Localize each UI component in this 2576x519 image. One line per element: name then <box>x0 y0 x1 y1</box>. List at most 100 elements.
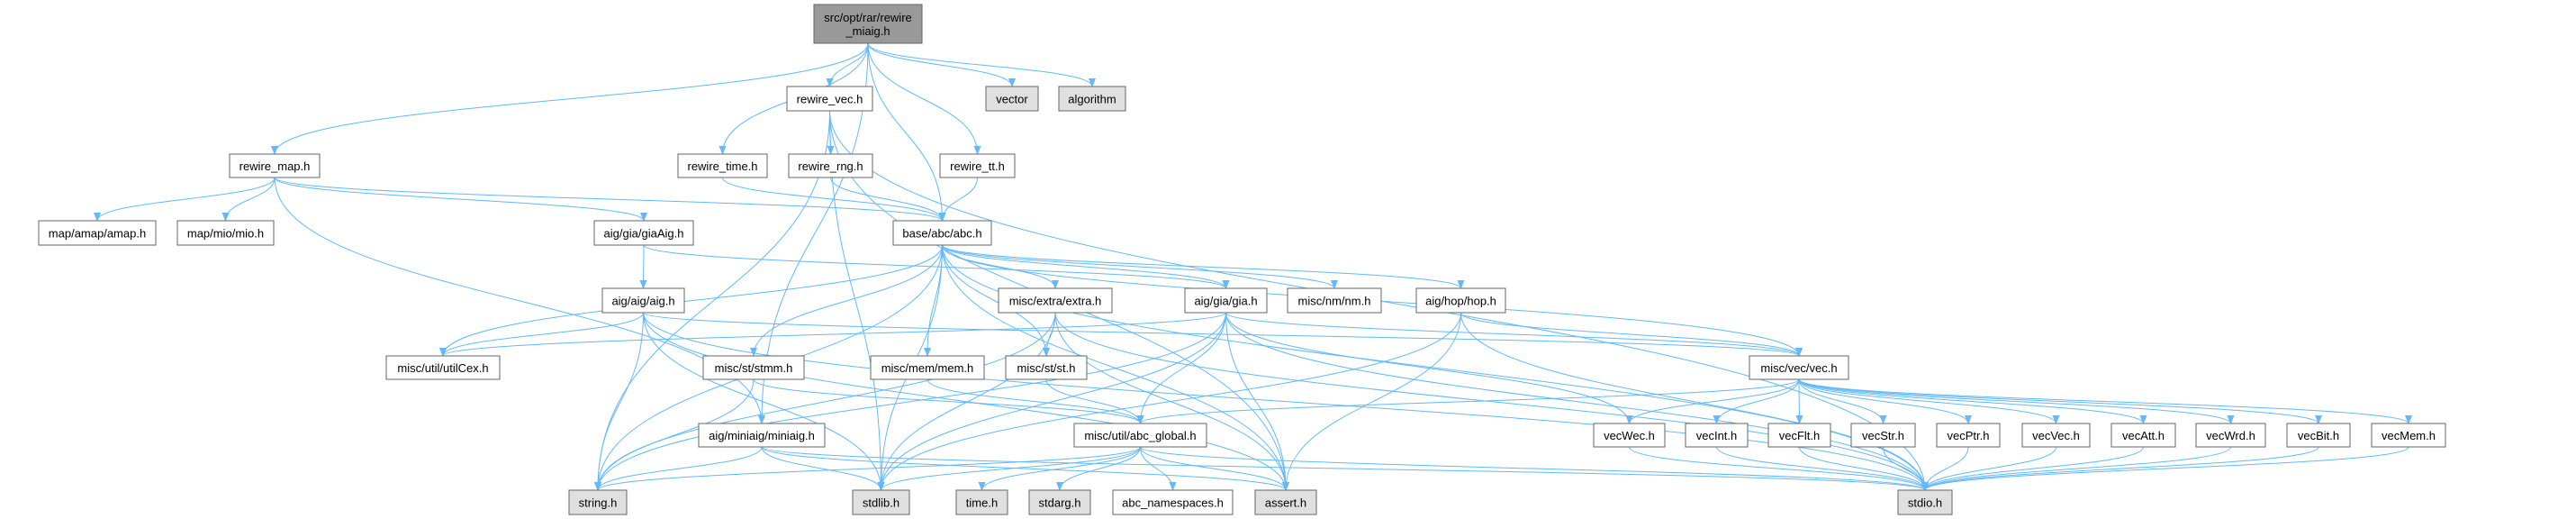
node-box <box>939 153 1016 178</box>
node-box <box>38 220 157 246</box>
edge-vecBit-to-stdio <box>1921 446 2319 491</box>
node-hop[interactable]: aig/hop/hop.h <box>1415 287 1506 314</box>
node-label: stdarg.h <box>1039 496 1081 510</box>
edge-gia-to-assert <box>1225 312 1289 491</box>
node-label: map/amap/amap.h <box>49 227 146 241</box>
node-vecWec[interactable]: vecWec.h <box>1593 423 1666 448</box>
edge-extra-to-stdlib <box>877 312 1056 491</box>
node-vec[interactable]: misc/vec/vec.h <box>1749 355 1849 380</box>
node-rewire_rng[interactable]: rewire_rng.h <box>788 153 873 178</box>
node-rewire_tt[interactable]: rewire_tt.h <box>939 153 1016 178</box>
edge-aig-to-assert <box>643 312 1289 491</box>
node-box <box>568 489 628 515</box>
node-label: aig/miniaig/miniaig.h <box>709 429 815 442</box>
node-vecPtr[interactable]: vecPtr.h <box>1936 423 2001 448</box>
node-stdlib: stdlib.h <box>852 489 910 515</box>
node-box <box>601 287 685 314</box>
node-box <box>955 489 1008 515</box>
edge-aig-to-stdlib <box>643 312 885 491</box>
node-aig[interactable]: aig/aig/aig.h <box>601 287 685 314</box>
node-vecMem[interactable]: vecMem.h <box>2371 423 2446 448</box>
node-vector: vector <box>985 86 1039 112</box>
edge-rewire_time-to-abc <box>722 177 946 222</box>
node-box <box>1184 287 1268 314</box>
node-label: aig/gia/giaAig.h <box>604 227 684 241</box>
edge-vec-to-abc_global <box>1136 378 1800 424</box>
node-algorithm: algorithm <box>1058 86 1126 112</box>
node-abc[interactable]: base/abc/abc.h <box>892 220 992 246</box>
node-box <box>1287 287 1382 314</box>
node-box <box>998 287 1113 314</box>
edge-gia-to-vecWec <box>1225 312 1633 424</box>
node-miniaig[interactable]: aig/miniaig/miniaig.h <box>698 423 826 448</box>
node-box <box>985 86 1039 112</box>
node-root: src/opt/rar/rewire_miaig.h <box>813 4 923 44</box>
node-vecInt[interactable]: vecInt.h <box>1685 423 1749 448</box>
node-utilCex[interactable]: misc/util/utilCex.h <box>385 355 501 380</box>
node-vecBit[interactable]: vecBit.h <box>2286 423 2351 448</box>
edge-root-to-rewire_tt <box>867 42 981 155</box>
edge-gia-to-stdlib <box>877 312 1226 491</box>
edge-vecInt-to-stdio <box>1716 446 1929 491</box>
edge-vecWec-to-stdio <box>1629 446 1929 491</box>
node-mem[interactable]: misc/mem/mem.h <box>870 355 985 380</box>
node-rewire_map[interactable]: rewire_map.h <box>229 153 321 178</box>
node-label: vecBit.h <box>2298 429 2339 442</box>
node-vecFlt[interactable]: vecFlt.h <box>1767 423 1831 448</box>
node-label: misc/util/abc_global.h <box>1084 429 1196 442</box>
node-label: misc/util/utilCex.h <box>397 361 488 375</box>
node-label: string.h <box>579 496 618 510</box>
node-rewire_time[interactable]: rewire_time.h <box>677 153 768 178</box>
node-box <box>1005 355 1088 380</box>
edge-gia-to-stdio <box>1225 312 1929 491</box>
node-label: vecVec.h <box>2032 429 2080 442</box>
node-label: vecInt.h <box>1696 429 1738 442</box>
node-giaAig[interactable]: aig/gia/giaAig.h <box>593 220 694 246</box>
node-extra[interactable]: misc/extra/extra.h <box>998 287 1113 314</box>
node-vecWrd[interactable]: vecWrd.h <box>2195 423 2266 448</box>
node-box <box>1112 489 1234 515</box>
node-label: map/mio/mio.h <box>187 227 264 241</box>
node-vecAtt[interactable]: vecAtt.h <box>2111 423 2176 448</box>
node-gia[interactable]: aig/gia/gia.h <box>1184 287 1268 314</box>
edge-giaAig-to-aig <box>639 244 647 289</box>
node-label: misc/extra/extra.h <box>1009 295 1102 308</box>
node-box <box>1685 423 1749 448</box>
node-abc_namespaces[interactable]: abc_namespaces.h <box>1112 489 1234 515</box>
edge-root-to-miniaig <box>758 42 869 424</box>
edge-vec-to-vecInt <box>1713 378 1800 424</box>
node-abc_global[interactable]: misc/util/abc_global.h <box>1073 423 1207 448</box>
edge-root-to-abc <box>867 42 946 222</box>
node-amap[interactable]: map/amap/amap.h <box>38 220 157 246</box>
edge-vecMem-to-stdio <box>1921 446 2409 491</box>
node-label: misc/nm/nm.h <box>1298 295 1371 308</box>
edge-vecPtr-to-stdio <box>1921 446 1969 491</box>
edge-gia-to-vec <box>1225 312 1803 357</box>
node-label: stdio.h <box>1908 496 1942 510</box>
node-vecVec[interactable]: vecVec.h <box>2021 423 2091 448</box>
edge-vec-to-vecPtr <box>1798 378 1972 424</box>
node-rewire_vec[interactable]: rewire_vec.h <box>786 86 873 112</box>
node-box <box>1850 423 1916 448</box>
edge-abc-to-nm <box>942 244 1338 289</box>
node-box <box>1028 489 1091 515</box>
node-vecStr[interactable]: vecStr.h <box>1850 423 1916 448</box>
edge-vec-to-vecWrd <box>1798 378 2235 424</box>
edge-aig-to-stdio <box>643 312 1929 491</box>
edge-hop-to-stdlib <box>877 312 1461 491</box>
node-nm[interactable]: misc/nm/nm.h <box>1287 287 1382 314</box>
node-label: src/opt/rar/rewire <box>824 11 912 24</box>
node-box <box>702 355 805 380</box>
edge-vec-to-vecWec <box>1625 378 1800 424</box>
node-label: aig/aig/aig.h <box>611 295 674 308</box>
node-box <box>677 153 768 178</box>
node-mio[interactable]: map/mio/mio.h <box>176 220 275 246</box>
node-label: vecFlt.h <box>1779 429 1821 442</box>
node-stmm[interactable]: misc/st/stmm.h <box>702 355 805 380</box>
edge-st-to-abc_global <box>1045 378 1144 424</box>
edge-vec-to-vecBit <box>1798 378 2322 424</box>
node-st[interactable]: misc/st/st.h <box>1005 355 1088 380</box>
edge-miniaig-to-stdlib <box>761 446 885 491</box>
edge-rewire_map-to-amap <box>94 177 276 222</box>
node-box <box>892 220 992 246</box>
